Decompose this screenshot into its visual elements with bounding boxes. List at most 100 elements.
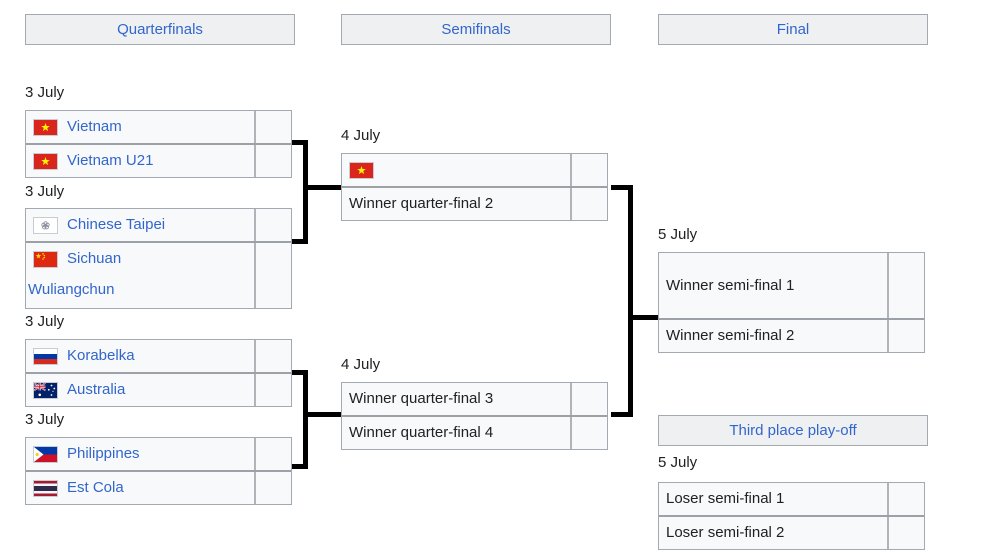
team-row: Australia bbox=[26, 372, 291, 406]
team-cell: Korabelka bbox=[26, 340, 254, 372]
bracket-connector bbox=[628, 185, 633, 417]
team-row: Est Cola bbox=[26, 470, 291, 504]
match-quarterfinal-2: Chinese Taipei Sichuan Wuliangchun bbox=[25, 208, 292, 309]
score-cell bbox=[254, 243, 291, 308]
team-row: Korabelka bbox=[26, 340, 291, 372]
score-cell bbox=[570, 188, 607, 220]
vietnam-flag-icon bbox=[34, 119, 57, 135]
team-placeholder: Winner quarter-final 4 bbox=[349, 424, 494, 441]
team-placeholder: Winner semi-final 2 bbox=[666, 327, 795, 344]
team-cell: Winner quarter-final 3 bbox=[342, 383, 570, 415]
round-header-quarterfinals: Quarterfinals bbox=[25, 14, 295, 45]
team-cell: Philippines bbox=[26, 438, 254, 470]
score-cell bbox=[887, 483, 924, 515]
score-cell bbox=[254, 111, 291, 143]
team-cell: Sichuan Wuliangchun bbox=[26, 243, 254, 308]
team-cell: Winner quarter-final 4 bbox=[342, 417, 570, 449]
team-row: Vietnam bbox=[26, 111, 291, 143]
bracket-connector bbox=[633, 315, 658, 320]
team-placeholder: Winner quarter-final 3 bbox=[349, 390, 494, 407]
bracket-connector bbox=[292, 370, 308, 375]
bracket-connector bbox=[292, 464, 308, 469]
team-cell: Loser semi-final 1 bbox=[659, 483, 887, 515]
bracket-connector bbox=[303, 370, 308, 469]
score-cell bbox=[254, 340, 291, 372]
team-link[interactable]: Philippines bbox=[67, 445, 140, 462]
team-cell: Winner semi-final 2 bbox=[659, 320, 887, 352]
third-place-link[interactable]: Third place play-off bbox=[729, 422, 857, 439]
match-date: 5 July bbox=[658, 226, 698, 243]
thailand-flag-icon bbox=[34, 480, 57, 496]
team-row: Chinese Taipei bbox=[26, 209, 291, 241]
match-third-place: Loser semi-final 1 Loser semi-final 2 bbox=[658, 482, 925, 550]
team-row: Vietnam U21 bbox=[26, 143, 291, 177]
team-row bbox=[342, 154, 607, 186]
team-link[interactable]: Korabelka bbox=[67, 347, 135, 364]
score-cell bbox=[254, 472, 291, 504]
score-cell bbox=[254, 145, 291, 177]
team-cell: Vietnam U21 bbox=[26, 145, 254, 177]
match-final: Winner semi-final 1 Winner semi-final 2 bbox=[658, 252, 925, 353]
team-link[interactable]: Australia bbox=[67, 381, 126, 398]
score-cell bbox=[887, 320, 924, 352]
team-cell: Australia bbox=[26, 374, 254, 406]
team-row: Sichuan Wuliangchun bbox=[26, 241, 291, 308]
australia-flag-icon bbox=[34, 382, 57, 398]
team-placeholder: Winner quarter-final 2 bbox=[349, 195, 494, 212]
final-link[interactable]: Final bbox=[776, 21, 810, 38]
match-date: 3 July bbox=[25, 411, 65, 428]
score-cell bbox=[254, 209, 291, 241]
bracket-connector bbox=[292, 140, 308, 145]
bracket-connector bbox=[303, 140, 308, 244]
team-placeholder: Loser semi-final 2 bbox=[666, 524, 785, 541]
semifinals-link[interactable]: Semifinals bbox=[441, 21, 511, 38]
score-cell bbox=[254, 438, 291, 470]
team-row: Winner quarter-final 3 bbox=[342, 383, 607, 415]
russia-flag-icon bbox=[34, 348, 57, 364]
vietnam-flag-icon bbox=[34, 153, 57, 169]
team-cell bbox=[342, 154, 570, 186]
bracket-connector bbox=[611, 412, 628, 417]
china-flag-icon bbox=[34, 251, 57, 267]
quarterfinals-link[interactable]: Quarterfinals bbox=[117, 21, 203, 38]
score-cell bbox=[570, 383, 607, 415]
match-quarterfinal-3: Korabelka Australia bbox=[25, 339, 292, 407]
team-link[interactable]: Sichuan Wuliangchun bbox=[28, 250, 122, 298]
match-date: 4 July bbox=[341, 127, 381, 144]
round-header-semifinals: Semifinals bbox=[341, 14, 611, 45]
team-row: Winner quarter-final 2 bbox=[342, 186, 607, 220]
score-cell bbox=[887, 253, 924, 318]
match-date: 3 July bbox=[25, 84, 65, 101]
bracket-connector bbox=[292, 239, 308, 244]
team-link[interactable]: Vietnam bbox=[67, 118, 122, 135]
team-link[interactable]: Chinese Taipei bbox=[67, 216, 166, 233]
team-link[interactable]: Est Cola bbox=[67, 479, 124, 496]
team-row: Winner quarter-final 4 bbox=[342, 415, 607, 449]
round-header-third-place: Third place play-off bbox=[658, 415, 928, 446]
team-row: Winner semi-final 1 bbox=[659, 253, 924, 318]
team-placeholder: Winner semi-final 1 bbox=[666, 277, 795, 294]
team-cell: Est Cola bbox=[26, 472, 254, 504]
score-cell bbox=[887, 517, 924, 549]
team-row: Loser semi-final 2 bbox=[659, 515, 924, 549]
bracket-connector bbox=[611, 185, 628, 190]
score-cell bbox=[570, 154, 607, 186]
team-cell: Winner quarter-final 2 bbox=[342, 188, 570, 220]
match-semifinal-1: Winner quarter-final 2 bbox=[341, 153, 608, 221]
match-semifinal-2: Winner quarter-final 3 Winner quarter-fi… bbox=[341, 382, 608, 450]
team-row: Philippines bbox=[26, 438, 291, 470]
team-cell: Chinese Taipei bbox=[26, 209, 254, 241]
bracket-connector bbox=[308, 412, 341, 417]
match-quarterfinal-4: Philippines Est Cola bbox=[25, 437, 292, 505]
vietnam-flag-icon bbox=[350, 162, 373, 178]
match-quarterfinal-1: Vietnam Vietnam U21 bbox=[25, 110, 292, 178]
team-placeholder: Loser semi-final 1 bbox=[666, 490, 785, 507]
match-date: 4 July bbox=[341, 356, 381, 373]
round-header-final: Final bbox=[658, 14, 928, 45]
philippines-flag-icon bbox=[34, 446, 57, 462]
team-cell: Winner semi-final 1 bbox=[659, 253, 887, 318]
team-link[interactable]: Vietnam U21 bbox=[67, 152, 154, 169]
score-cell bbox=[254, 374, 291, 406]
chinese-taipei-flag-icon bbox=[34, 217, 57, 233]
